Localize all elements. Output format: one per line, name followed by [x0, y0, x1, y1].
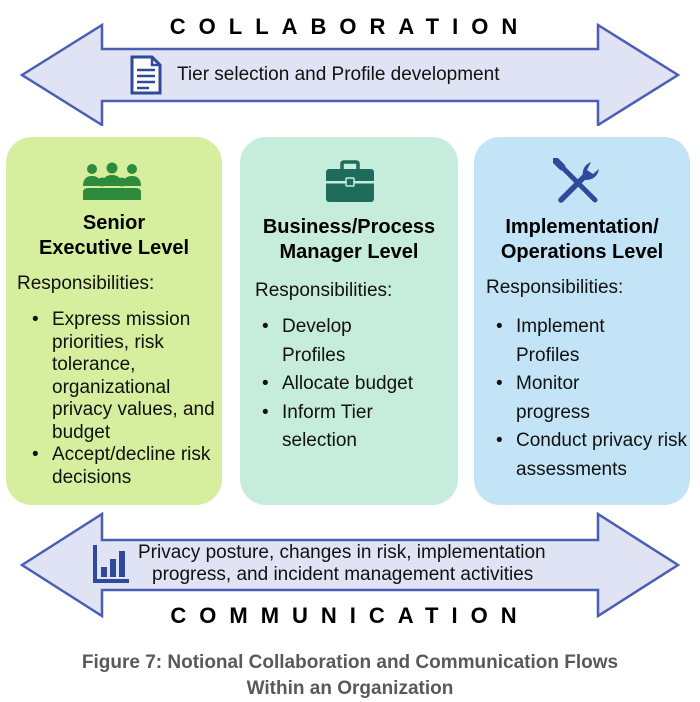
list-item: Allocate budget: [258, 370, 454, 399]
implementation-operations-title-line1: Implementation/: [505, 216, 659, 238]
list-item: Inform Tier selection: [258, 399, 412, 456]
senior-executive-box: Senior Executive Level Responsibilities:…: [6, 137, 222, 505]
business-process-title: Business/Process Manager Level: [240, 215, 458, 265]
collaboration-text: Tier selection and Profile development: [177, 64, 500, 85]
business-process-title-line1: Business/Process: [262, 216, 436, 238]
bar-chart-icon: [93, 545, 129, 583]
list-item: Monitor progress: [492, 370, 616, 427]
figure-caption: Figure 7: Notional Collaboration and Com…: [0, 650, 700, 702]
implementation-operations-responsibilities-label: Responsibilities:: [486, 277, 624, 298]
senior-executive-responsibilities: Express mission priorities, risk toleran…: [28, 309, 218, 489]
tools-icon: [553, 158, 599, 203]
list-item: Develop Profiles: [258, 313, 382, 370]
collaboration-title: COLLABORATION: [169, 14, 531, 39]
implementation-operations-box: Implementation/ Operations Level Respons…: [474, 137, 690, 505]
figure-caption-line1: Figure 7: Notional Collaboration and Com…: [81, 652, 619, 673]
senior-executive-title-line1: Senior: [82, 212, 146, 234]
list-item: Implement Profiles: [492, 313, 626, 370]
communication-title: COMMUNICATION: [170, 603, 530, 628]
people-group-icon: [83, 162, 141, 200]
implementation-operations-title-line2: Operations Level: [500, 241, 664, 263]
figure-caption-line2: Within an Organization: [246, 678, 454, 699]
communication-text-line1: Privacy posture, changes in risk, implem…: [138, 542, 546, 563]
senior-executive-responsibilities-label: Responsibilities:: [17, 273, 155, 294]
list-item: Express mission priorities, risk toleran…: [28, 309, 218, 444]
business-process-title-line2: Manager Level: [279, 241, 419, 263]
communication-text: Privacy posture, changes in risk, implem…: [138, 542, 618, 586]
collaboration-double-arrow: [19, 22, 681, 126]
briefcase-icon: [326, 160, 374, 202]
implementation-operations-responsibilities: Implement Profiles Monitor progress Cond…: [492, 313, 688, 484]
communication-double-arrow: [19, 512, 681, 618]
list-item: Conduct privacy risk assessments: [492, 427, 688, 484]
document-icon: [130, 55, 162, 95]
senior-executive-title: Senior Executive Level: [6, 211, 222, 261]
business-process-responsibilities-label: Responsibilities:: [255, 280, 393, 301]
business-process-responsibilities: Develop Profiles Allocate budget Inform …: [258, 313, 454, 456]
business-process-box: Business/Process Manager Level Responsib…: [240, 137, 458, 505]
list-item: Accept/decline risk decisions: [28, 444, 218, 489]
senior-executive-title-line2: Executive Level: [38, 237, 190, 259]
implementation-operations-title: Implementation/ Operations Level: [474, 215, 690, 265]
communication-text-line2: progress, and incident management activi…: [152, 564, 534, 585]
